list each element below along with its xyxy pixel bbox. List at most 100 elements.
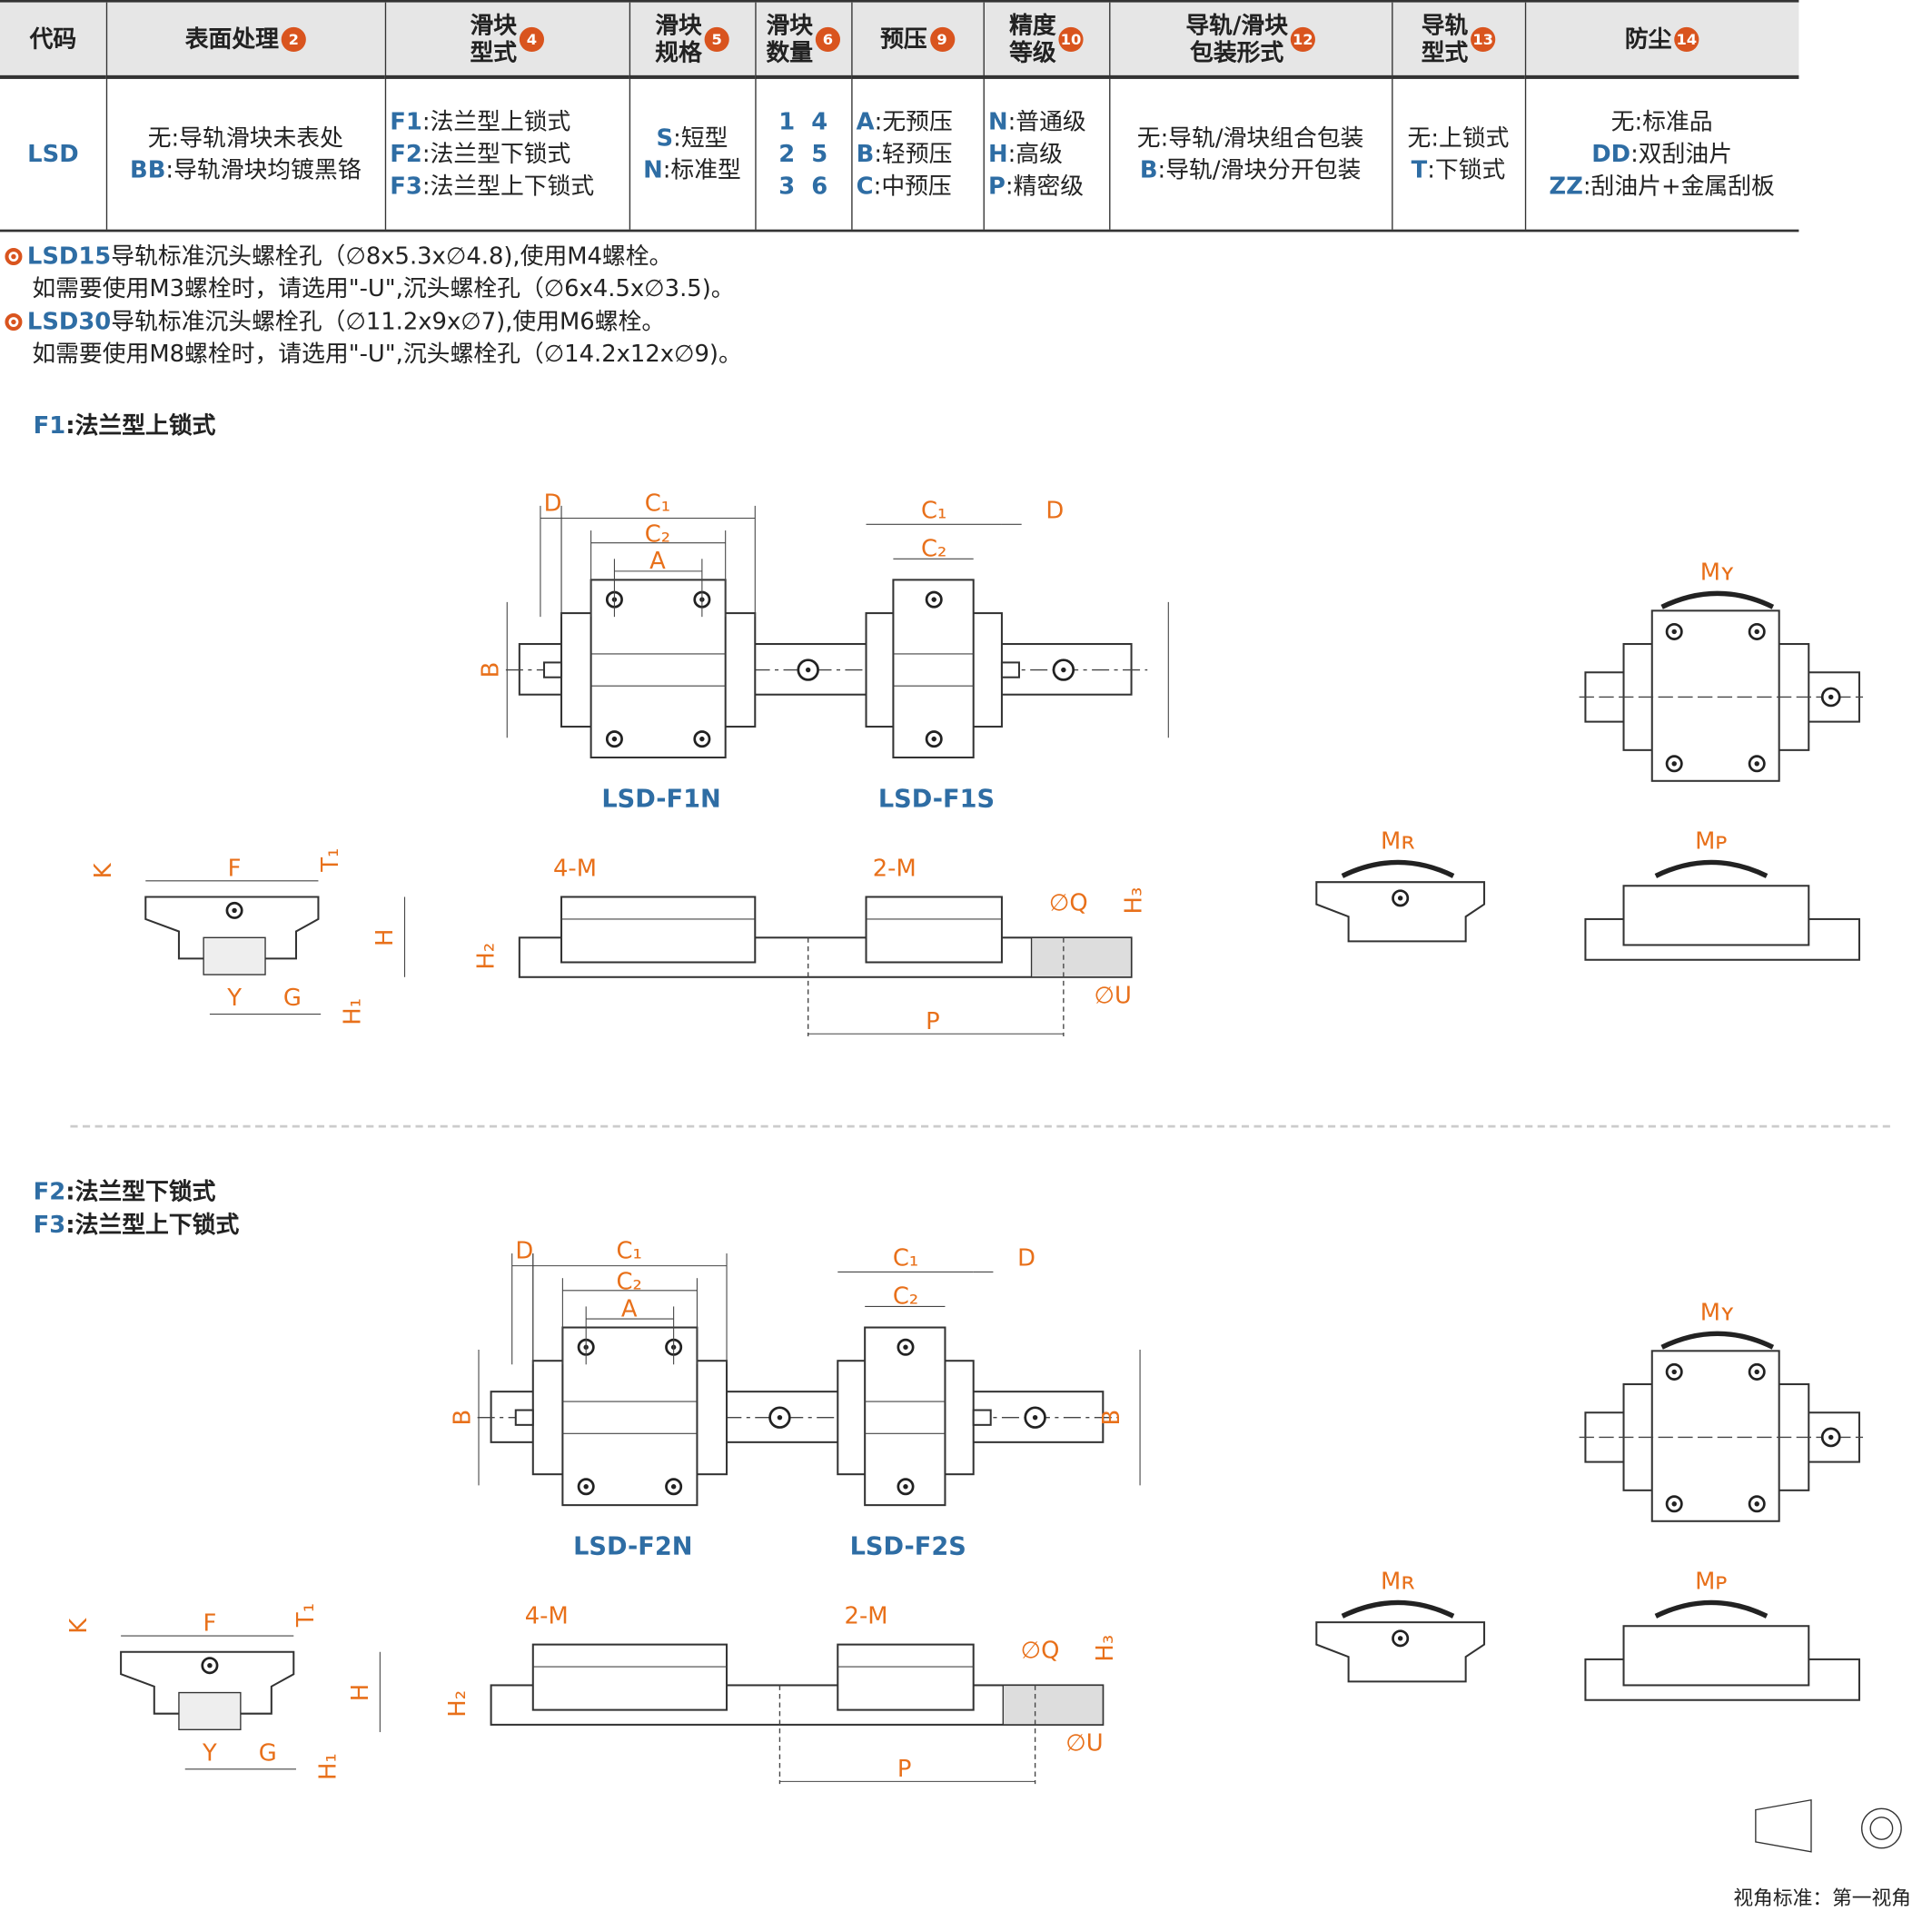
dimension-label: Mᴘ [1695, 1568, 1728, 1595]
option-code: C [856, 173, 874, 201]
dimension-label: C₂ [617, 1268, 642, 1295]
rail-end-view [178, 1691, 242, 1731]
cell-packing: 无:导轨/滑块组合包装 B:导轨/滑块分开包装 [1115, 82, 1387, 227]
option: C:中预压 [856, 173, 952, 201]
bolt-hole-center [1061, 667, 1066, 673]
section-f1-title: F1:法兰型上锁式 [33, 411, 216, 440]
dimension-label: 4-M [553, 855, 597, 882]
projection-circle-icon [1860, 1807, 1902, 1849]
dimension-label: C₁ [645, 490, 670, 517]
header-text: 表面处理 [184, 25, 279, 53]
option: F2:法兰型下锁式 [390, 140, 571, 168]
option-desc: 导轨滑块均镀黑铬 [173, 156, 362, 184]
option: S:短型 [656, 124, 728, 153]
mounting-base-hatch [1002, 1684, 1104, 1726]
step-badge: 5 [704, 26, 729, 52]
dimension-label: Mʏ [1700, 1299, 1735, 1326]
option-desc: 标准品 [1642, 108, 1713, 136]
step-badge: 12 [1290, 26, 1315, 52]
note-text: 如需要使用M8螺栓时，请选用"-U",沉头螺栓孔（∅14.2x12x∅9)。 [32, 340, 742, 368]
option: N:普通级 [987, 108, 1086, 136]
option: A:无预压 [856, 108, 953, 136]
bolt-hole-center [1754, 1369, 1759, 1375]
option: F1:法兰型上锁式 [390, 108, 571, 136]
note-line: 如需要使用M3螺栓时，请选用"-U",沉头螺栓孔（∅6x4.5x∅3.5)。 [32, 272, 734, 304]
header-text: 防尘 [1624, 25, 1672, 53]
bolt-hole-center [931, 736, 936, 742]
option-code: BB [130, 156, 166, 184]
grease-nipple [1000, 661, 1020, 678]
option-code: 无 [1610, 108, 1635, 136]
dimension-label: C₁ [921, 497, 946, 524]
grease-nipple [514, 1409, 534, 1426]
step-badge: 10 [1058, 26, 1084, 52]
option-desc: 导轨/滑块组合包装 [1168, 124, 1364, 153]
option: B:导轨/滑块分开包装 [1139, 156, 1362, 184]
note-text: 导轨标准沉头螺栓孔（∅11.2x9x∅7),使用M6螺栓。 [111, 308, 666, 336]
dimension-label: C₁ [893, 1245, 918, 1272]
option: 无:标准品 [1610, 108, 1713, 136]
block-side-n [560, 896, 757, 964]
block-side-s [837, 1643, 975, 1711]
bolt-hole-center [1671, 761, 1677, 767]
option: H:高级 [987, 140, 1063, 168]
option: P:精密级 [987, 173, 1085, 201]
dimension-label: G [283, 985, 302, 1012]
section-code: F2 [33, 1178, 66, 1206]
moment-arrow-icon [1660, 1331, 1775, 1350]
dimension-label: H₃ [1120, 887, 1147, 915]
option-desc: 轻预压 [882, 140, 953, 168]
option: DD:双刮油片 [1591, 140, 1733, 168]
code-value: LSD [27, 140, 79, 168]
option: 无:导轨/滑块组合包装 [1136, 124, 1364, 153]
step-badge: 2 [281, 26, 306, 52]
block-body-s [892, 579, 975, 759]
option-code: N [643, 156, 663, 184]
option: ZZ:刮油片+金属刮板 [1549, 173, 1775, 201]
dimension-label: B [1098, 1410, 1125, 1426]
section-divider [70, 1124, 1890, 1128]
block-body-n [561, 1326, 698, 1507]
dimension-label: Mʀ [1381, 828, 1415, 856]
bolt-hole-center [699, 736, 705, 742]
block-side-s [865, 896, 1003, 964]
bolt-hole-center [777, 1414, 783, 1421]
option-desc: 标准型 [670, 156, 741, 184]
option-desc: 中预压 [881, 173, 952, 201]
option-desc: 上锁式 [1439, 124, 1510, 153]
option-desc: 导轨滑块未表处 [179, 124, 343, 153]
dimension-label: D [515, 1237, 533, 1264]
header-text: 精度 等级 [1009, 11, 1056, 66]
column-divider [384, 2, 387, 230]
bullet-icon [5, 248, 23, 266]
column-divider [629, 2, 631, 230]
dimension-label: H [372, 929, 399, 946]
bolt-hole-center [931, 597, 936, 602]
cell-accuracy: N:普通级 H:高级 P:精密级 [988, 82, 1105, 227]
moment-arrow-icon [1660, 590, 1775, 609]
option-code: S [656, 124, 674, 153]
projection-cone-icon [1755, 1798, 1812, 1853]
note-line: LSD30导轨标准沉头螺栓孔（∅11.2x9x∅7),使用M6螺栓。 [5, 306, 665, 338]
section-label: 法兰型上锁式 [74, 411, 216, 440]
option-code: P [987, 173, 1006, 201]
dimension-label: D [544, 490, 562, 517]
bolt-hole-center [1397, 1636, 1403, 1641]
dimension-label: Mʏ [1700, 559, 1735, 586]
header-text: 滑块 数量 [766, 11, 814, 66]
block-body-n [590, 579, 727, 759]
section-label: 法兰型下锁式 [74, 1178, 216, 1206]
dimension-label: P [926, 1008, 940, 1035]
dimension-label: H₃ [1092, 1635, 1119, 1662]
option-desc: 精密级 [1013, 173, 1085, 201]
moment-arrow-icon [1654, 1599, 1769, 1619]
header-text: 导轨 型式 [1421, 11, 1469, 66]
